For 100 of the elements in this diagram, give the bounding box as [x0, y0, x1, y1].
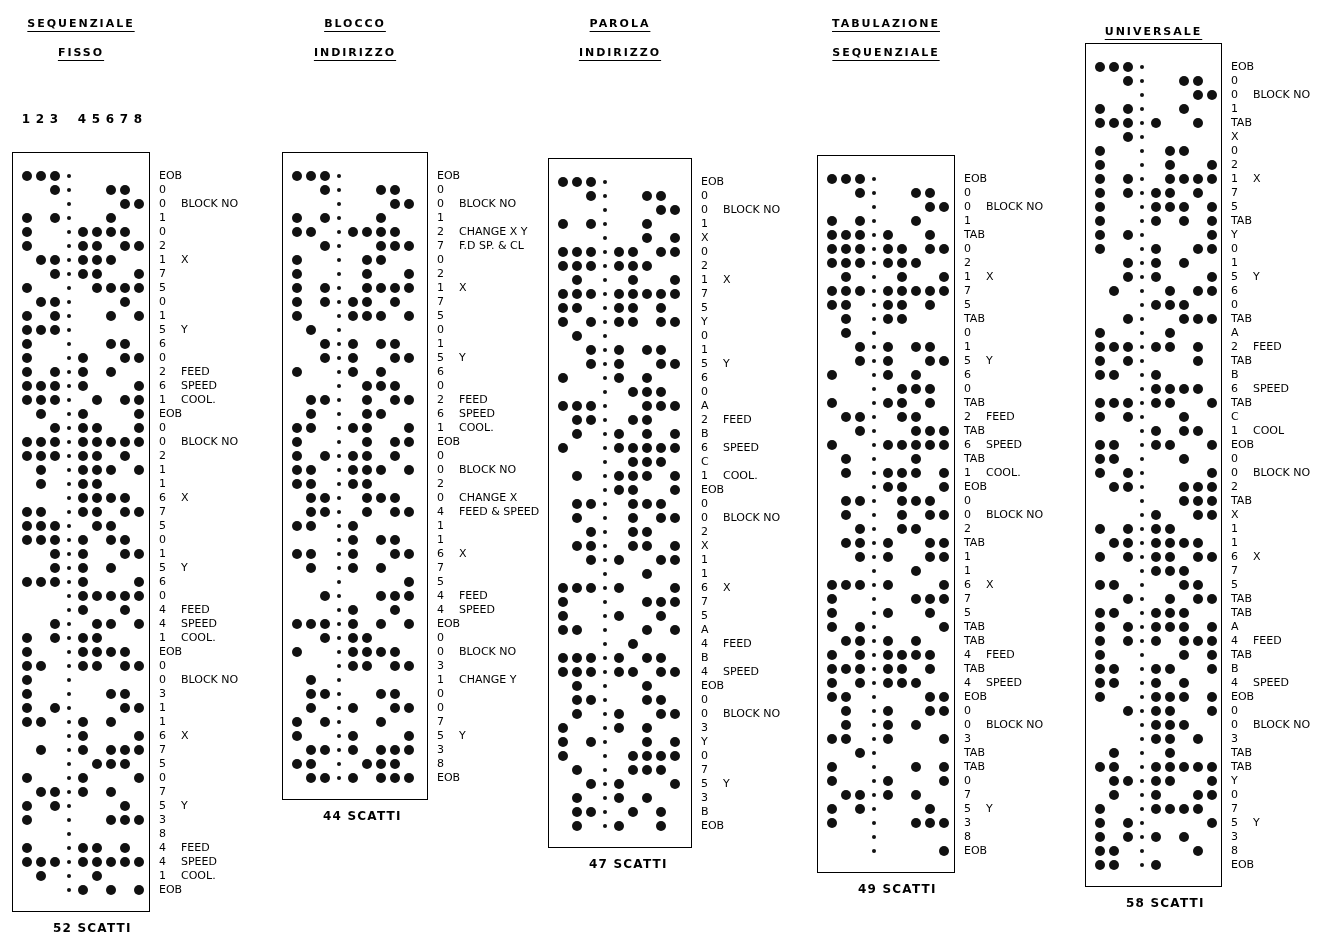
- code-character: 1: [701, 469, 709, 483]
- code-character: 0: [437, 645, 445, 659]
- code-character: EOB: [701, 679, 723, 693]
- code-character: 3: [701, 721, 709, 735]
- code-character: 8: [1231, 844, 1239, 858]
- code-character: 1: [159, 463, 167, 477]
- code-character: 0: [437, 631, 445, 645]
- code-character: 6: [1231, 284, 1239, 298]
- code-character: TAB: [1231, 116, 1253, 130]
- code-character: 0: [159, 225, 167, 239]
- code-character: EOB: [1231, 60, 1253, 74]
- code-character: 5: [701, 609, 709, 623]
- channel-number: 6: [104, 111, 116, 128]
- code-character: 3: [159, 687, 167, 701]
- code-character: 7: [159, 743, 167, 757]
- code-character: EOB: [701, 819, 723, 833]
- code-character: 7: [964, 788, 972, 802]
- code-character: TAB: [964, 452, 986, 466]
- code-character: 5: [1231, 200, 1239, 214]
- code-character: 0: [437, 183, 445, 197]
- code-character: TAB: [1231, 760, 1253, 774]
- code-character: EOB: [1231, 858, 1253, 872]
- code-character: EOB: [437, 169, 459, 183]
- field-annotation: BLOCK NO: [1253, 718, 1311, 732]
- code-character: 0: [1231, 242, 1239, 256]
- field-annotation: COOL: [1253, 424, 1285, 438]
- code-character: 1: [437, 673, 445, 687]
- field-annotation: COOL.: [181, 869, 216, 883]
- code-character: 0: [701, 203, 709, 217]
- code-character: Y: [701, 315, 709, 329]
- code-character: 4: [1231, 676, 1239, 690]
- field-annotation: BLOCK NO: [986, 718, 1044, 732]
- code-character: 5: [964, 606, 972, 620]
- code-character: 5: [701, 777, 709, 791]
- field-annotation: COOL.: [723, 469, 758, 483]
- code-character: 5: [159, 799, 167, 813]
- field-annotation: FEED: [723, 637, 752, 651]
- code-character: 0: [1231, 298, 1239, 312]
- code-character: 2: [159, 239, 167, 253]
- code-character: 7: [964, 592, 972, 606]
- code-character: 1: [159, 869, 167, 883]
- code-character: EOB: [964, 690, 986, 704]
- field-annotation: BLOCK NO: [986, 508, 1044, 522]
- field-annotation: X: [986, 270, 994, 284]
- code-character: 0: [159, 673, 167, 687]
- code-character: 1: [1231, 522, 1239, 536]
- code-character: 5: [437, 309, 445, 323]
- code-character: 4: [437, 603, 445, 617]
- code-character: TAB: [964, 312, 986, 326]
- code-character: 7: [1231, 802, 1239, 816]
- field-annotation: BLOCK NO: [181, 197, 239, 211]
- code-character: 1: [159, 631, 167, 645]
- field-annotation: X: [181, 491, 189, 505]
- code-character: TAB: [1231, 606, 1253, 620]
- code-character: 6: [964, 578, 972, 592]
- code-character: TAB: [1231, 354, 1253, 368]
- code-character: 5: [159, 757, 167, 771]
- code-character: 0: [964, 774, 972, 788]
- code-character: 0: [159, 659, 167, 673]
- code-character: 2: [1231, 480, 1239, 494]
- code-character: 5: [1231, 578, 1239, 592]
- code-character: 0: [1231, 704, 1239, 718]
- code-character: 0: [159, 351, 167, 365]
- channel-number: 5: [90, 111, 102, 128]
- code-character: 2: [1231, 340, 1239, 354]
- code-character: TAB: [1231, 746, 1253, 760]
- code-character: 7: [701, 763, 709, 777]
- code-character: 2: [964, 522, 972, 536]
- code-character: 0: [701, 749, 709, 763]
- field-annotation: SPEED: [459, 407, 495, 421]
- code-character: EOB: [159, 169, 181, 183]
- code-character: 1: [701, 553, 709, 567]
- tape-heading: SEQUENZIALE FISSO: [26, 16, 136, 61]
- code-character: 1: [159, 477, 167, 491]
- field-annotation: FEED: [181, 365, 210, 379]
- field-annotation: Y: [1253, 816, 1260, 830]
- code-character: B: [1231, 368, 1240, 382]
- field-annotation: SPEED: [1253, 676, 1289, 690]
- code-character: 4: [159, 603, 167, 617]
- field-annotation: Y: [723, 777, 730, 791]
- field-annotation: COOL.: [459, 421, 494, 435]
- code-character: A: [1231, 620, 1240, 634]
- code-character: 2: [1231, 158, 1239, 172]
- code-character: 4: [1231, 634, 1239, 648]
- code-character: 2: [701, 413, 709, 427]
- code-character: 2: [437, 393, 445, 407]
- code-character: TAB: [1231, 312, 1253, 326]
- code-character: 1: [964, 466, 972, 480]
- code-character: 0: [159, 421, 167, 435]
- code-character: 1: [964, 564, 972, 578]
- code-character: TAB: [1231, 214, 1253, 228]
- code-character: 8: [964, 830, 972, 844]
- code-character: EOB: [1231, 438, 1253, 452]
- field-annotation: Y: [181, 799, 188, 813]
- code-character: 0: [159, 533, 167, 547]
- tape-heading: PAROLA INDIRIZZO: [577, 16, 663, 61]
- code-character: 4: [159, 841, 167, 855]
- field-annotation: Y: [181, 323, 188, 337]
- field-annotation: BLOCK NO: [459, 197, 517, 211]
- code-character: 6: [159, 337, 167, 351]
